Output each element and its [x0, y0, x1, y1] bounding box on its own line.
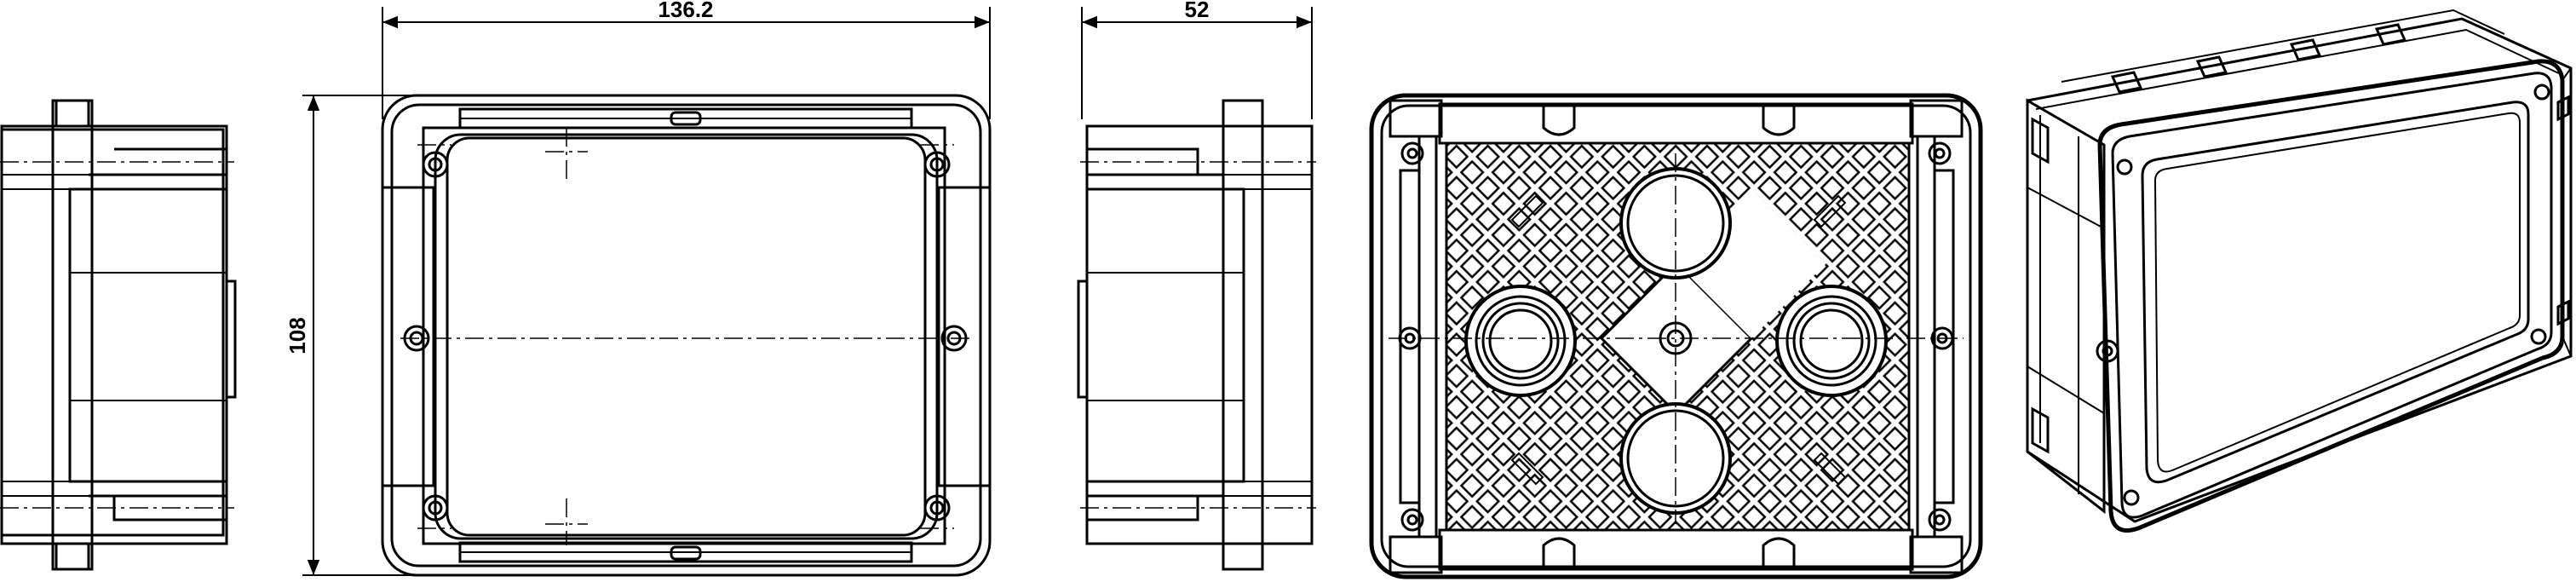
isometric-view	[2026, 9, 2573, 533]
left-side-view	[0, 99, 237, 571]
dimension-height: 108	[285, 95, 417, 576]
front-view: 136.2 108	[285, 0, 992, 577]
dimension-height-label: 108	[285, 317, 310, 354]
dimension-depth: 52	[1081, 0, 1313, 119]
dimension-depth-label: 52	[1185, 0, 1210, 22]
right-side-view: 52	[1077, 0, 1316, 571]
knockout-right	[1775, 285, 1888, 397]
dimension-width-label: 136.2	[658, 0, 713, 22]
knockout-left	[1464, 285, 1577, 397]
rear-view	[1369, 93, 1983, 579]
dimension-width: 136.2	[382, 0, 991, 119]
